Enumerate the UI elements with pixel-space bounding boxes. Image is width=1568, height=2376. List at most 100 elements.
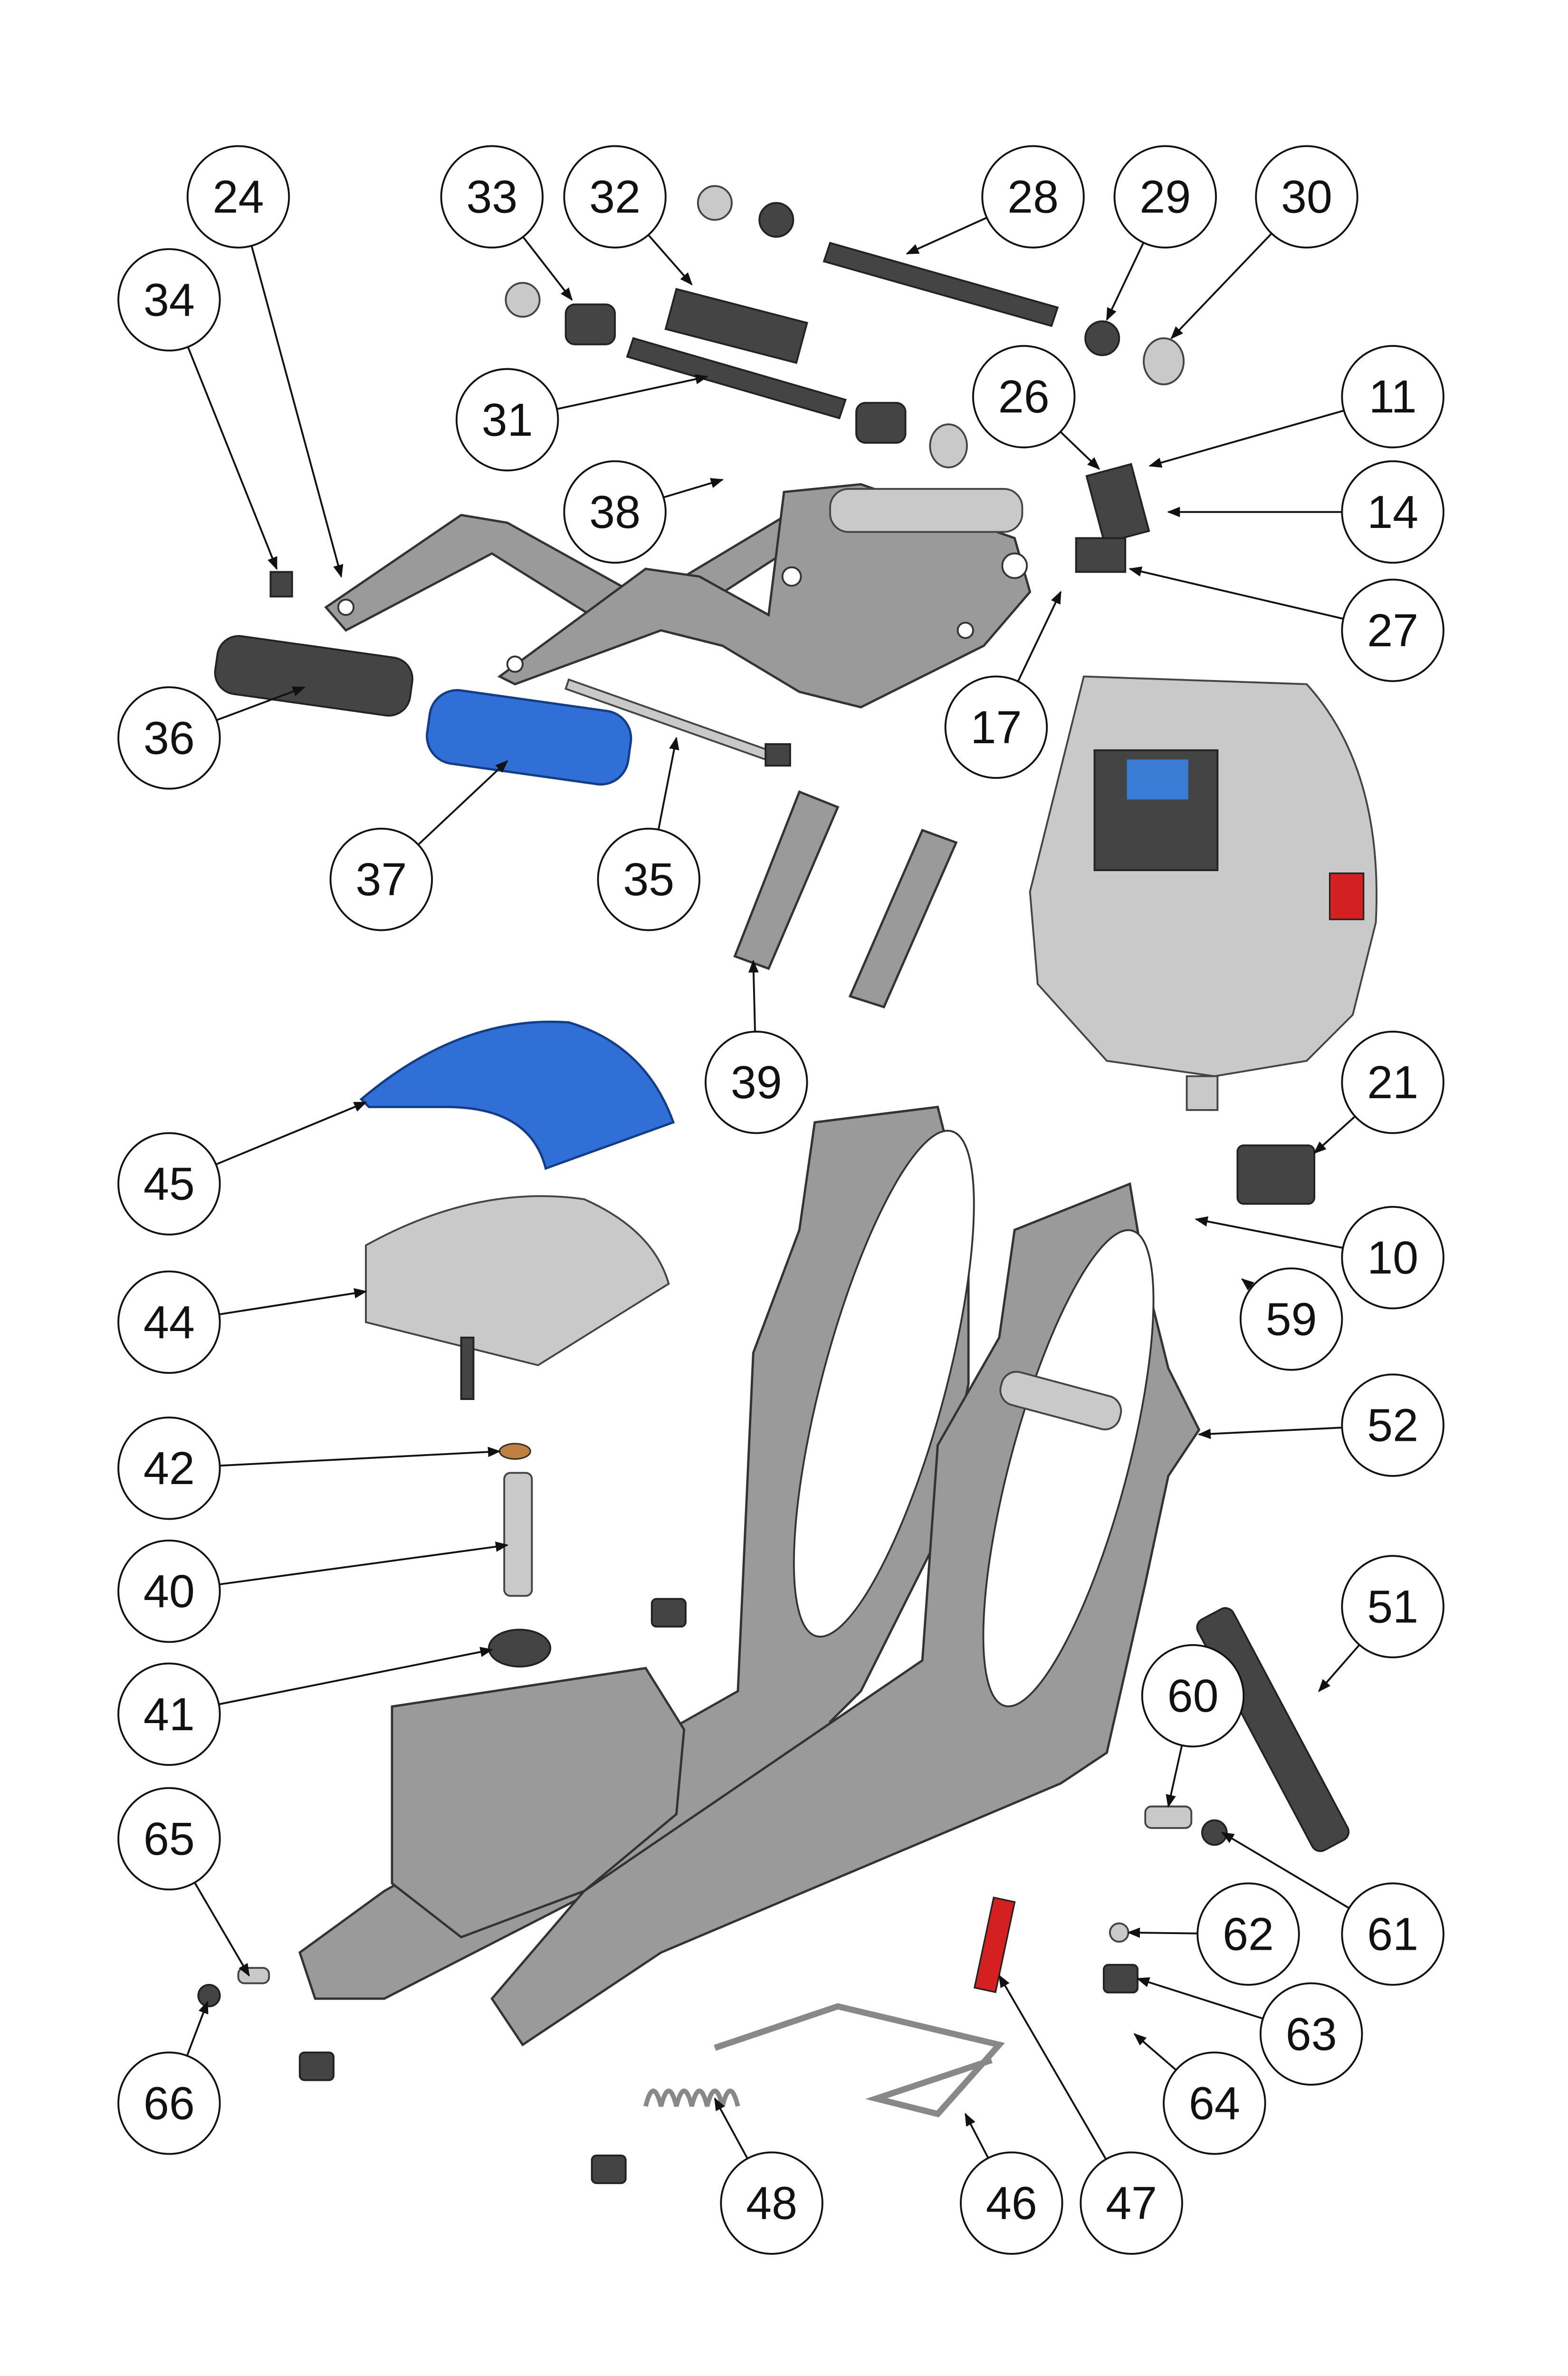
callout-circle [117, 248, 221, 352]
callout-number: 10 [1367, 1232, 1418, 1284]
spindle-40 [503, 1472, 533, 1597]
callout-circle [117, 1417, 221, 1520]
callout-circle [1341, 1030, 1444, 1134]
leader-line [556, 374, 708, 410]
callout-circle [1113, 145, 1217, 249]
callout-circle [597, 827, 700, 931]
foot [591, 2154, 627, 2184]
cap-30 [1143, 337, 1185, 385]
bushing-33 [564, 303, 616, 345]
leader-line [1133, 2033, 1177, 2071]
callout-bubble: 44 [117, 1270, 221, 1374]
callout-number: 31 [482, 394, 533, 446]
callout-number: 30 [1281, 171, 1332, 223]
power-switch [1329, 872, 1365, 920]
shaft-stub [1186, 1075, 1219, 1111]
callout-bubble: 48 [720, 2151, 823, 2255]
spring-48 [643, 2089, 740, 2107]
callout-circle [117, 1132, 221, 1236]
leader-line [663, 478, 724, 498]
callout-number: 33 [466, 171, 517, 223]
callout-bubble: 60 [1141, 1644, 1245, 1748]
callout-circle [563, 145, 667, 249]
leader-line [1060, 431, 1100, 470]
leader-line [1241, 1278, 1254, 1291]
plate-26 [1085, 463, 1150, 544]
link-bar-39b [848, 829, 958, 1009]
callout-number: 65 [143, 1813, 195, 1865]
leader-line [1106, 242, 1145, 321]
leader-line [714, 2097, 748, 2159]
washer [697, 185, 733, 221]
callout-circle [186, 145, 290, 249]
callout-number: 37 [355, 853, 407, 905]
callout-number: 44 [143, 1296, 195, 1348]
bushing [855, 402, 907, 444]
callout-bubble: 28 [981, 145, 1085, 249]
leader-line [219, 1288, 367, 1315]
leader-line [748, 959, 759, 1032]
leader-line [186, 2000, 209, 2056]
cross-bar-52 [999, 1370, 1122, 1430]
callout-circle [705, 1030, 808, 1134]
callout-circle [1341, 1206, 1444, 1310]
callout-number: 14 [1367, 486, 1418, 538]
callout-number: 29 [1139, 171, 1191, 223]
callout-number: 40 [143, 1565, 195, 1617]
plate-27 [1075, 537, 1127, 573]
heater-pad-45 [359, 1020, 675, 1170]
arm-hole [1001, 552, 1028, 579]
callout-circle [117, 686, 221, 790]
arm-hole [956, 622, 974, 639]
callout-number: 17 [970, 701, 1022, 753]
leader-line [215, 1101, 367, 1166]
callout-number: 32 [589, 171, 641, 223]
callout-bubble: 46 [960, 2151, 1063, 2255]
callout-bubble: 52 [1341, 1373, 1444, 1477]
callout-number: 42 [143, 1442, 195, 1494]
leader-line [1221, 1831, 1350, 1909]
callout-bubble: 30 [1255, 145, 1358, 249]
callout-bubble: 29 [1113, 145, 1217, 249]
callout-bubble: 47 [1080, 2151, 1183, 2255]
callout-circle [563, 460, 667, 564]
callout-number: 39 [731, 1056, 782, 1108]
leader-line [1017, 591, 1062, 682]
callout-number: 46 [986, 2177, 1037, 2229]
cross-tube [829, 488, 1023, 533]
callout-bubble: 64 [1163, 2051, 1266, 2155]
callout-circle [1341, 1555, 1444, 1658]
arm-hole [337, 598, 355, 616]
leader-line [1148, 410, 1345, 468]
callout-bubble: 24 [186, 145, 290, 249]
leader-line [965, 2113, 989, 2159]
control-box [1029, 675, 1377, 1077]
callout-number: 35 [623, 853, 674, 905]
foot-63 [1103, 1964, 1139, 1993]
callout-bubble: 62 [1196, 1882, 1300, 1986]
platen-post [460, 1336, 475, 1400]
callout-circle [1141, 1644, 1245, 1748]
callout-number: 63 [1286, 2008, 1337, 2060]
callout-bubble: 31 [455, 368, 559, 471]
foot [298, 2051, 335, 2081]
leader-line [657, 737, 679, 830]
callout-bubble: 14 [1341, 460, 1444, 564]
callout-circle [1341, 345, 1444, 449]
callout-bubble: 33 [440, 145, 544, 249]
callout-bubble: 21 [1341, 1030, 1444, 1134]
wire-handle-46 [714, 2003, 1005, 2117]
leader-line [250, 245, 344, 578]
leader-line [219, 1542, 509, 1586]
leader-line [648, 234, 693, 286]
leader-line [1318, 1644, 1360, 1692]
knob-41 [488, 1629, 552, 1668]
frame-cutout-right [982, 1229, 1155, 1707]
leader-line [1170, 232, 1272, 339]
callout-bubble: 17 [944, 675, 1048, 779]
cap-nut-62 [1109, 1922, 1129, 1943]
leader-line [1127, 1927, 1198, 1938]
callout-number: 45 [143, 1158, 195, 1210]
